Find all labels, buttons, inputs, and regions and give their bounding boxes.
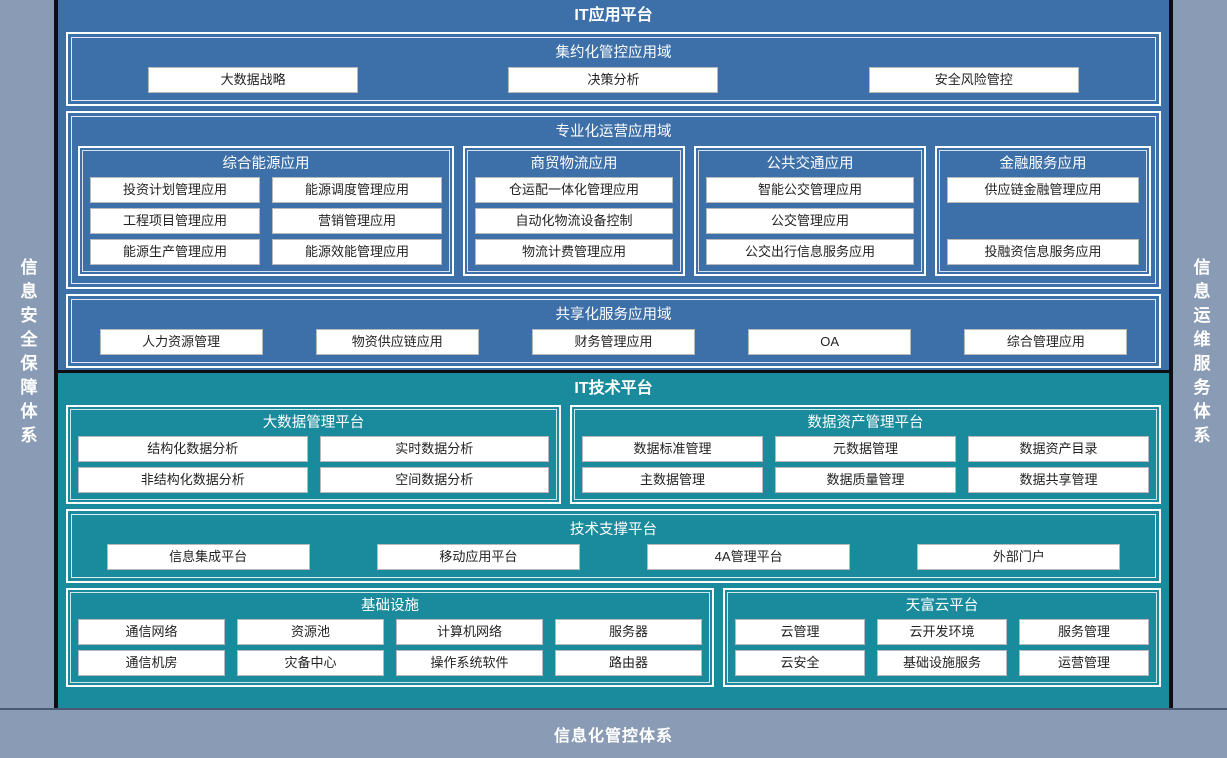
group-public-transit-title: 公共交通应用 <box>766 156 854 172</box>
chip-financial-management[interactable]: 财务管理应用 <box>531 329 695 355</box>
chip-data-sharing-management[interactable]: 数据共享管理 <box>968 467 1149 493</box>
informatization-management-label: 信息化管控体系 <box>553 728 673 745</box>
chip-energy-efficiency-management[interactable]: 能源效能管理应用 <box>272 239 442 265</box>
left-side-band: 信息安全保障体系 <box>0 0 54 708</box>
chip-material-supply-chain[interactable]: 物资供应链应用 <box>315 329 479 355</box>
group-big-data-platform: 大数据管理平台 结构化数据分析 实时数据分析 非结构化数据分析 空间数据分析 <box>66 405 561 504</box>
group-infrastructure-title: 基础设施 <box>361 598 419 614</box>
group-integrated-energy: 综合能源应用 投资计划管理应用 能源调度管理应用 工程项目管理应用 营销管理应用… <box>78 146 454 276</box>
chip-resource-pool[interactable]: 资源池 <box>237 619 384 645</box>
domain-professional-operations-title: 专业化运营应用域 <box>555 124 672 140</box>
chip-marketing-management[interactable]: 营销管理应用 <box>272 208 442 234</box>
chip-disaster-recovery-center[interactable]: 灾备中心 <box>237 650 384 676</box>
chip-smart-bus-management[interactable]: 智能公交管理应用 <box>706 177 914 203</box>
chip-engineering-project-management[interactable]: 工程项目管理应用 <box>90 208 260 234</box>
group-public-transit: 公共交通应用 智能公交管理应用 公交管理应用 公交出行信息服务应用 <box>694 146 926 276</box>
chip-data-quality-management[interactable]: 数据质量管理 <box>775 467 956 493</box>
chip-integrated-warehouse-delivery[interactable]: 仓运配一体化管理应用 <box>475 177 673 203</box>
chip-unstructured-data-analysis[interactable]: 非结构化数据分析 <box>78 467 308 493</box>
group-trade-logistics: 商贸物流应用 仓运配一体化管理应用 自动化物流设备控制 物流计费管理应用 <box>463 146 685 276</box>
chip-communication-network[interactable]: 通信网络 <box>78 619 225 645</box>
chip-metadata-management[interactable]: 元数据管理 <box>775 436 956 462</box>
chip-communication-room[interactable]: 通信机房 <box>78 650 225 676</box>
chip-big-data-strategy[interactable]: 大数据战略 <box>148 67 359 93</box>
chip-service-management[interactable]: 服务管理 <box>1019 619 1149 645</box>
chip-structured-data-analysis[interactable]: 结构化数据分析 <box>78 436 308 462</box>
domain-technical-support-platform-title: 技术支撑平台 <box>570 522 657 538</box>
group-data-asset-platform: 数据资产管理平台 数据标准管理 元数据管理 数据资产目录 主数据管理 数据质量管… <box>570 405 1161 504</box>
chip-cloud-security[interactable]: 云安全 <box>735 650 865 676</box>
chip-operation-management[interactable]: 运营管理 <box>1019 650 1149 676</box>
chip-router[interactable]: 路由器 <box>555 650 702 676</box>
domain-intensive-management-title: 集约化管控应用域 <box>555 45 672 61</box>
right-side-band: 信息运维服务体系 <box>1173 0 1227 708</box>
chip-bus-travel-information-service[interactable]: 公交出行信息服务应用 <box>706 239 914 265</box>
domain-shared-services-title: 共享化服务应用域 <box>555 307 672 323</box>
chip-energy-production-management[interactable]: 能源生产管理应用 <box>90 239 260 265</box>
chip-server[interactable]: 服务器 <box>555 619 702 645</box>
group-big-data-platform-title: 大数据管理平台 <box>262 415 365 431</box>
group-tianfu-cloud-platform-title: 天富云平台 <box>905 598 979 614</box>
it-technology-platform: IT技术平台 大数据管理平台 结构化数据分析 实时数据分析 非结构化数据分析 空… <box>58 373 1169 708</box>
chip-logistics-billing-management[interactable]: 物流计费管理应用 <box>475 239 673 265</box>
chip-data-standard-management[interactable]: 数据标准管理 <box>582 436 763 462</box>
chip-decision-analysis[interactable]: 决策分析 <box>508 67 719 93</box>
chip-energy-dispatch-management[interactable]: 能源调度管理应用 <box>272 177 442 203</box>
chip-integrated-management[interactable]: 综合管理应用 <box>964 329 1128 355</box>
chip-investment-financing-information-service[interactable]: 投融资信息服务应用 <box>947 239 1139 265</box>
chip-master-data-management[interactable]: 主数据管理 <box>582 467 763 493</box>
group-trade-logistics-title: 商贸物流应用 <box>530 156 618 172</box>
chip-infrastructure-service[interactable]: 基础设施服务 <box>877 650 1007 676</box>
chip-security-risk-control[interactable]: 安全风险管控 <box>868 67 1079 93</box>
chip-mobile-application-platform[interactable]: 移动应用平台 <box>376 544 580 570</box>
it-application-platform: IT应用平台 集约化管控应用域 大数据战略 决策分析 安全风险管控 专业化运营应… <box>58 0 1169 373</box>
domain-shared-services-items: 人力资源管理 物资供应链应用 财务管理应用 OA 综合管理应用 <box>78 329 1149 355</box>
tech-row-infrastructure: 基础设施 通信网络 资源池 计算机网络 服务器 通信机房 灾备中心 操作系统软件… <box>66 588 1161 687</box>
domain-intensive-management: 集约化管控应用域 大数据战略 决策分析 安全风险管控 <box>66 32 1161 106</box>
it-application-platform-title: IT应用平台 <box>574 7 653 24</box>
chip-realtime-data-analysis[interactable]: 实时数据分析 <box>319 436 549 462</box>
group-data-asset-platform-title: 数据资产管理平台 <box>807 415 924 431</box>
domain-technical-support-items: 信息集成平台 移动应用平台 4A管理平台 外部门户 <box>78 544 1149 570</box>
it-technology-platform-title: IT技术平台 <box>574 380 653 397</box>
chip-computer-network[interactable]: 计算机网络 <box>396 619 543 645</box>
domain-professional-operations-groups: 综合能源应用 投资计划管理应用 能源调度管理应用 工程项目管理应用 营销管理应用… <box>78 146 1151 276</box>
chip-operating-system-software[interactable]: 操作系统软件 <box>396 650 543 676</box>
bottom-management-band: 信息化管控体系 <box>0 708 1227 758</box>
chip-cloud-management[interactable]: 云管理 <box>735 619 865 645</box>
chip-spatial-data-analysis[interactable]: 空间数据分析 <box>319 467 549 493</box>
group-tianfu-cloud-platform: 天富云平台 云管理 云开发环境 服务管理 云安全 基础设施服务 运营管理 <box>723 588 1161 687</box>
chip-information-integration-platform[interactable]: 信息集成平台 <box>106 544 310 570</box>
chip-cloud-development-environment[interactable]: 云开发环境 <box>877 619 1007 645</box>
chip-4a-management-platform[interactable]: 4A管理平台 <box>647 544 851 570</box>
tech-row-data-platforms: 大数据管理平台 结构化数据分析 实时数据分析 非结构化数据分析 空间数据分析 数… <box>66 405 1161 504</box>
information-security-label: 信息安全保障体系 <box>17 258 37 450</box>
group-infrastructure: 基础设施 通信网络 资源池 计算机网络 服务器 通信机房 灾备中心 操作系统软件… <box>66 588 714 687</box>
group-financial-services-title: 金融服务应用 <box>999 156 1087 172</box>
chip-investment-plan-management[interactable]: 投资计划管理应用 <box>90 177 260 203</box>
chip-data-asset-catalog[interactable]: 数据资产目录 <box>968 436 1149 462</box>
group-integrated-energy-title: 综合能源应用 <box>222 156 310 172</box>
domain-technical-support-platform: 技术支撑平台 信息集成平台 移动应用平台 4A管理平台 外部门户 <box>66 509 1161 583</box>
it-operations-service-label: 信息运维服务体系 <box>1190 258 1210 450</box>
chip-oa[interactable]: OA <box>748 329 912 355</box>
chip-external-portal[interactable]: 外部门户 <box>917 544 1121 570</box>
domain-intensive-management-items: 大数据战略 决策分析 安全风险管控 <box>78 67 1149 93</box>
chip-supply-chain-finance-management[interactable]: 供应链金融管理应用 <box>947 177 1139 203</box>
chip-bus-management[interactable]: 公交管理应用 <box>706 208 914 234</box>
domain-professional-operations: 专业化运营应用域 综合能源应用 投资计划管理应用 能源调度管理应用 工程项目管理… <box>66 111 1161 289</box>
platform-stack: IT应用平台 集约化管控应用域 大数据战略 决策分析 安全风险管控 专业化运营应… <box>54 0 1173 708</box>
group-financial-services: 金融服务应用 供应链金融管理应用 投融资信息服务应用 <box>935 146 1151 276</box>
domain-shared-services: 共享化服务应用域 人力资源管理 物资供应链应用 财务管理应用 OA 综合管理应用 <box>66 294 1161 368</box>
chip-human-resource-management[interactable]: 人力资源管理 <box>99 329 263 355</box>
chip-automated-logistics-equipment-control[interactable]: 自动化物流设备控制 <box>475 208 673 234</box>
